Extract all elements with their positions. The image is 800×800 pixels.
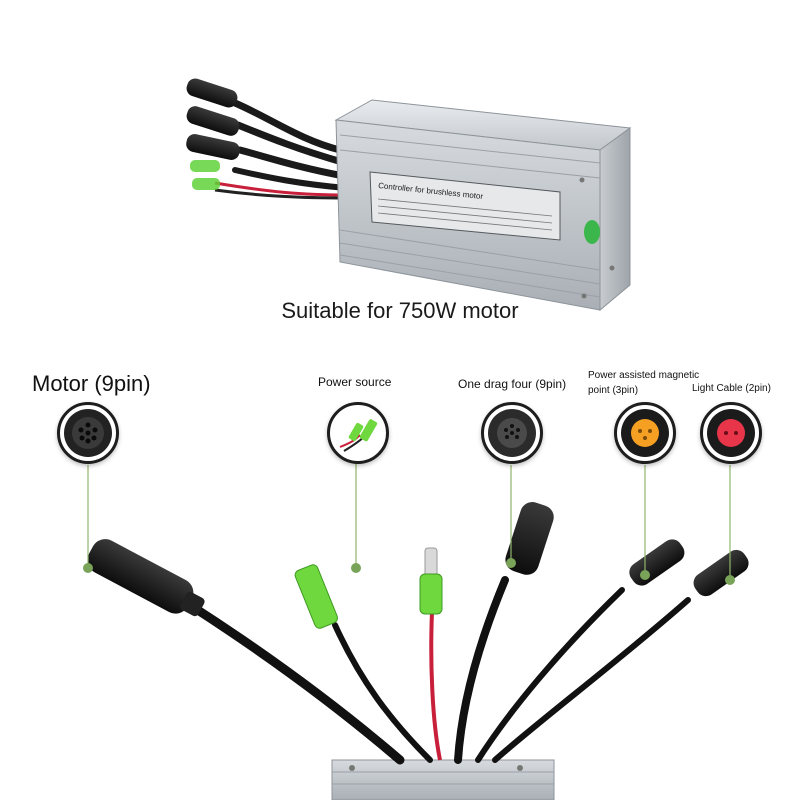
leader-lines xyxy=(87,460,731,580)
pas-connector-closeup xyxy=(614,402,676,464)
label-power-assisted: Power assisted magnetic point (3pin) xyxy=(588,370,700,396)
label-light-cable: Light Cable (2pin) xyxy=(692,383,771,394)
leader-dot-pas xyxy=(640,570,650,580)
leader-dot-motor xyxy=(83,563,93,573)
leader-dot-drag xyxy=(506,558,516,568)
leader-dot-power xyxy=(351,563,361,573)
drag-four-connector-closeup xyxy=(481,402,543,464)
motor-connector-closeup xyxy=(57,402,119,464)
label-motor: Motor (9pin) xyxy=(32,371,151,396)
leader-dot-light xyxy=(725,575,735,585)
label-power-source: Power source xyxy=(318,375,392,389)
controller-box: Controller for brushless motor xyxy=(186,78,632,312)
light-cable-connector-closeup xyxy=(700,402,762,464)
product-caption: Suitable for 750W motor xyxy=(281,298,519,323)
label-one-drag-four: One drag four (9pin) xyxy=(458,377,567,391)
power-source-closeup xyxy=(327,402,389,464)
cable-harness xyxy=(87,502,749,800)
